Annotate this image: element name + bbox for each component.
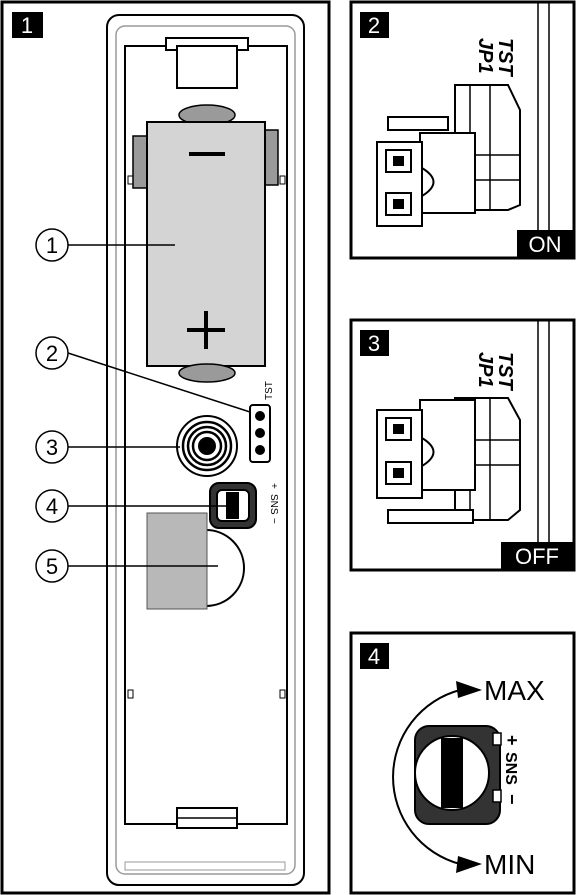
battery-plus-mark-v [204, 311, 208, 349]
battery [132, 104, 279, 383]
board-sns-label: SNS [268, 494, 279, 515]
panel-4-sns-plus: + [502, 735, 522, 746]
housing-inner [115, 25, 296, 875]
panel-3-jumper [376, 397, 521, 524]
panel-4-number: 4 [368, 644, 380, 669]
panel-4-frame [349, 631, 576, 895]
rotation-arc [392, 689, 461, 865]
callout-3: 3 [46, 435, 58, 460]
callout-3-circle [35, 430, 69, 464]
arrow-max-head [456, 681, 482, 698]
callout-2-circle [35, 336, 69, 370]
callout-1: 1 [46, 233, 58, 258]
panel-1-number-badge [12, 12, 43, 38]
panel-3-jp1: JP1 [474, 352, 496, 388]
top-latch [165, 37, 249, 89]
battery-minus-mark [189, 152, 225, 156]
panel-2-tst: TST [494, 38, 516, 78]
buzzer [176, 415, 238, 477]
battery-bottom-contact [178, 363, 236, 383]
panel-1: 1 [0, 0, 331, 895]
callout-4: 4 [46, 494, 58, 519]
arrow-min-head [456, 856, 482, 873]
panel-1-number: 1 [21, 13, 33, 38]
panel-4-sns-minus: − [502, 794, 522, 805]
board-sns-minus: − [268, 518, 279, 524]
label-max: MAX [484, 675, 545, 706]
panel-3-frame [349, 318, 576, 572]
panel-2-jp1: JP1 [474, 38, 496, 74]
panel-4-sns-label: SNS [502, 752, 519, 785]
callouts: 1 2 3 4 5 [35, 228, 251, 583]
panel-4: 4 MAX MIN + SNS − [349, 631, 576, 895]
housing-outer [106, 14, 305, 886]
board-tst-label: TST [264, 381, 275, 400]
sns-potentiometer: + SNS − [209, 482, 279, 529]
panel-3-tst: TST [494, 352, 516, 392]
panel-2: 2 TST JP1 ON [349, 0, 576, 260]
callout-5: 5 [46, 554, 58, 579]
callout-5-circle [35, 549, 69, 583]
callout-1-circle [35, 228, 69, 262]
panel-4-potentiometer [414, 725, 502, 825]
callout-2: 2 [46, 341, 58, 366]
panel-2-jumper [376, 84, 521, 227]
panel-2-number: 2 [368, 13, 380, 38]
panel-3-number: 3 [368, 331, 380, 356]
callout-4-circle [35, 489, 69, 523]
panel-3-state: OFF [515, 544, 559, 569]
tst-jumper: TST [249, 381, 275, 463]
reed-switch [146, 512, 245, 610]
panel-1-frame [0, 0, 331, 895]
bottom-latch [124, 807, 286, 871]
panel-2-state: ON [529, 232, 562, 257]
panel-2-frame [349, 0, 576, 260]
label-min: MIN [484, 849, 535, 880]
panel-3: 3 TST JP1 OFF [349, 318, 576, 572]
board-sns-plus: + [268, 483, 279, 489]
